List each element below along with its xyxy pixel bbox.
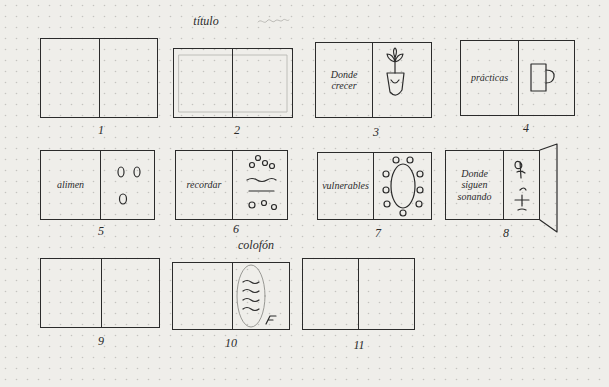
spread-box: Donde crecer3 (315, 42, 432, 118)
dot-mark (270, 164, 275, 169)
left-page: Donde crecer (316, 43, 373, 117)
spread-box: 1 (40, 38, 158, 118)
margin-guide (179, 55, 287, 112)
chair-mark (400, 210, 406, 216)
dot-mark (272, 205, 277, 210)
oval-mark (118, 167, 124, 177)
spread-box: 11 (302, 258, 415, 330)
note-label: colofón (238, 239, 274, 252)
chair-mark (383, 171, 389, 177)
note-label: título (193, 15, 218, 28)
spread-box: recordar6 (175, 150, 288, 220)
colophon-oval (237, 265, 265, 327)
chair-mark (416, 201, 422, 207)
left-page (173, 263, 233, 329)
left-page: recordar (176, 151, 233, 219)
cup-handle (546, 70, 554, 83)
fold-flap (540, 144, 557, 232)
spread-number: 1 (98, 124, 104, 137)
figure-sketch (515, 188, 529, 210)
spread-box: 9 (40, 258, 160, 328)
spread-number: 2 (234, 124, 240, 137)
left-page: alimen (41, 151, 101, 219)
page-text: vulnerables (322, 180, 369, 192)
rule-line (249, 190, 274, 191)
wave-lines (243, 281, 259, 311)
oval-mark (120, 194, 127, 204)
left-page (41, 39, 100, 117)
spread-number: 7 (375, 227, 381, 240)
figure-sketch (515, 161, 525, 178)
dot-mark (249, 202, 255, 208)
dot-mark (250, 163, 255, 168)
page-text: alimen (57, 179, 84, 191)
left-page: prácticas (461, 41, 519, 115)
spread-box: colofón10 (172, 262, 290, 330)
faint-scribble (258, 19, 289, 22)
left-page (41, 259, 102, 327)
spread-box: Donde siguen sonando8 (445, 150, 540, 220)
spread-number: 9 (98, 335, 104, 348)
page-text: recordar (187, 179, 222, 191)
spread-box: alimen5 (40, 150, 155, 220)
chair-mark (407, 157, 413, 163)
page-text: prácticas (471, 72, 508, 84)
spread-number: 6 (233, 223, 239, 236)
left-page: Donde siguen sonando (446, 151, 504, 219)
oval-mark (134, 167, 140, 177)
spread-box: título2 (173, 48, 293, 118)
spread-number: 10 (225, 337, 237, 350)
logo-mark (266, 316, 276, 324)
sprout-icon (387, 48, 403, 73)
left-page (303, 259, 359, 329)
chair-mark (384, 201, 390, 207)
spread-box: prácticas4 (460, 40, 575, 116)
spread-number: 4 (523, 122, 529, 135)
cup-icon (531, 64, 546, 91)
chair-mark (417, 187, 423, 193)
chair-mark (393, 157, 399, 163)
dot-mark (256, 156, 261, 161)
spread-box: vulnerables7 (317, 152, 432, 220)
spread-number: 5 (98, 225, 104, 238)
pot-mark (391, 80, 399, 83)
spread-number: 8 (503, 227, 509, 240)
pot-icon (387, 73, 404, 95)
page-text: Donde siguen sonando (448, 168, 501, 203)
chair-mark (417, 171, 423, 177)
chair-mark (383, 187, 389, 193)
left-page: vulnerables (318, 153, 374, 219)
dot-mark (262, 201, 267, 206)
page-text: Donde crecer (318, 69, 370, 92)
dot-mark (263, 161, 268, 166)
table-icon (391, 164, 415, 208)
spread-number: 3 (373, 126, 379, 139)
wave-line (247, 179, 276, 182)
left-page (174, 49, 233, 117)
spread-number: 11 (353, 339, 364, 352)
